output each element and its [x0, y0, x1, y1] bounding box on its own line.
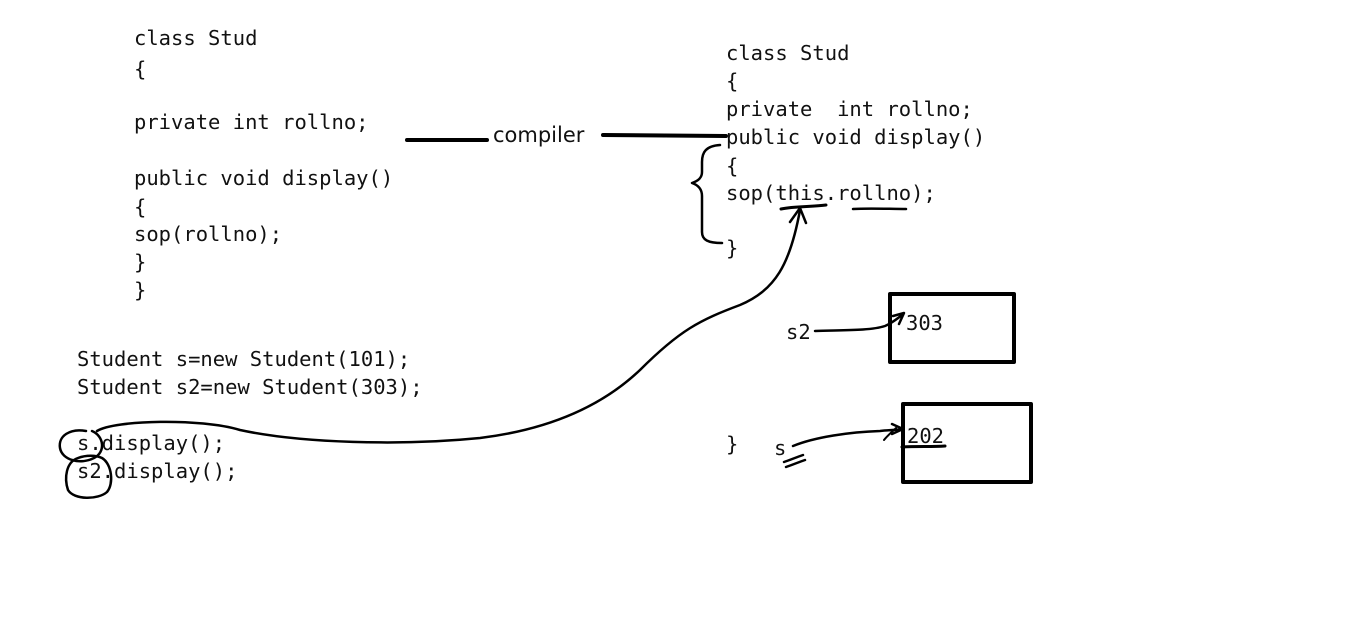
- method-body-brace: [690, 143, 724, 245]
- left-line-2: {: [134, 57, 147, 81]
- right-line-4: public void display(): [726, 125, 986, 149]
- this-arrowhead: [788, 206, 808, 225]
- right-closing-brace: }: [726, 432, 739, 456]
- s2-reference-label: s2: [786, 320, 811, 344]
- right-line-2: {: [726, 69, 739, 93]
- main-line-2: Student s2=new Student(303);: [77, 375, 423, 399]
- s-reference-label: s: [774, 436, 787, 460]
- left-line-9: }: [134, 250, 147, 274]
- right-line-5: {: [726, 154, 739, 178]
- left-line-4: private int rollno;: [134, 110, 369, 134]
- right-line-3: private int rollno;: [726, 97, 973, 121]
- s-underline-2: [784, 458, 807, 469]
- s2-object-value: 303: [906, 311, 944, 335]
- s-object-value: 202: [907, 424, 945, 448]
- main-line-1: Student s=new Student(101);: [77, 347, 411, 371]
- s-arrowhead: [890, 422, 905, 436]
- compiler-label: compiler: [493, 123, 585, 147]
- s2-object-box: [888, 292, 1016, 364]
- s-arrow-tick: [883, 427, 897, 441]
- s-object-box: [901, 402, 1033, 484]
- right-line-6: sop(this.rollno);: [726, 181, 936, 205]
- main-line-5: s2.display();: [77, 459, 238, 483]
- left-line-1: class Stud: [134, 26, 258, 50]
- left-line-7: {: [134, 195, 147, 219]
- this-underline: [779, 203, 828, 211]
- compiler-line-right: [601, 133, 728, 138]
- s-reference-arrow: [791, 427, 904, 448]
- s2-circle: [64, 454, 113, 499]
- s2-arrowhead: [891, 311, 906, 326]
- s2-reference-arrow: [813, 313, 904, 333]
- s-underline-1: [782, 453, 805, 464]
- s-value-underline: [900, 444, 947, 449]
- right-line-8: }: [726, 236, 739, 260]
- right-line-1: class Stud: [726, 41, 850, 65]
- left-line-10: }: [134, 278, 147, 302]
- left-line-6: public void display(): [134, 166, 394, 190]
- this-reference-arrow: [95, 208, 802, 444]
- left-line-8: sop(rollno);: [134, 222, 283, 246]
